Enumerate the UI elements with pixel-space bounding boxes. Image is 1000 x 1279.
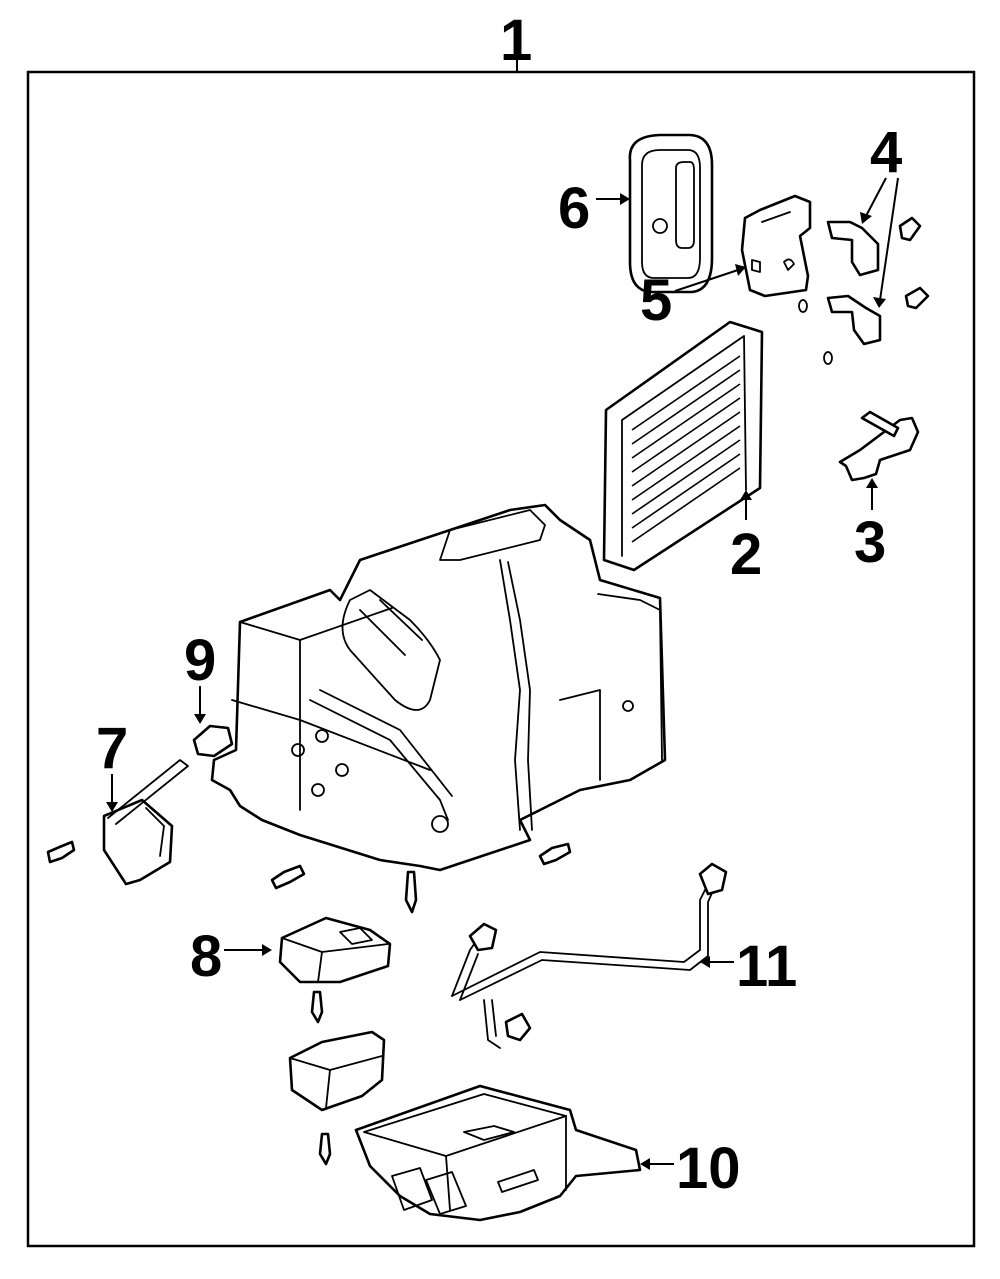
callout-label-8: 8: [190, 924, 222, 989]
callout-label-5: 5: [640, 268, 672, 333]
part-evaporator-core[interactable]: [602, 320, 764, 572]
callout-4[interactable]: 4: [860, 120, 902, 308]
evaporator-fins: [631, 355, 741, 543]
callout-7[interactable]: 7: [96, 716, 128, 812]
part-sensor[interactable]: [192, 724, 234, 758]
callout-2[interactable]: 2: [730, 490, 762, 587]
part-main-case[interactable]: [210, 503, 667, 872]
callout-label-6: 6: [558, 176, 590, 241]
part-wiring-harness[interactable]: [451, 862, 728, 1049]
callout-6[interactable]: 6: [558, 176, 630, 241]
callout-11[interactable]: 11: [700, 934, 797, 999]
screw-icon: [46, 840, 76, 864]
part-lower-bracket[interactable]: [288, 1030, 386, 1112]
part-bracket[interactable]: [838, 410, 920, 482]
screw-icon: [538, 842, 572, 866]
part-seal-grommet[interactable]: [628, 133, 714, 294]
callout-10[interactable]: 10: [640, 1136, 741, 1201]
callout-label-3: 3: [854, 510, 886, 575]
callout-label-11: 11: [736, 934, 797, 999]
callout-5[interactable]: 5: [640, 264, 746, 333]
screw-icon: [270, 864, 306, 890]
part-lower-case[interactable]: [354, 1084, 642, 1222]
callout-8[interactable]: 8: [190, 924, 272, 989]
callout-label-9: 9: [184, 628, 216, 693]
screw-icon: [318, 1132, 332, 1166]
callout-9[interactable]: 9: [184, 628, 216, 724]
part-control-module[interactable]: [278, 916, 392, 984]
diagram-frame: [26, 70, 976, 1248]
part-actuator[interactable]: [102, 759, 189, 886]
part-expansion-valve-fittings[interactable]: [798, 216, 930, 365]
callout-3[interactable]: 3: [854, 478, 886, 575]
callout-label-2: 2: [730, 522, 762, 587]
callout-label-7: 7: [96, 716, 128, 781]
screw-icon: [310, 990, 324, 1024]
callout-1[interactable]: 1: [500, 8, 532, 73]
callout-label-4: 4: [870, 120, 902, 185]
screw-icon: [404, 870, 418, 914]
fasteners: [46, 840, 572, 1166]
callout-label-1: 1: [500, 8, 532, 73]
part-mounting-plate[interactable]: [740, 194, 812, 298]
callout-label-10: 10: [676, 1136, 741, 1201]
